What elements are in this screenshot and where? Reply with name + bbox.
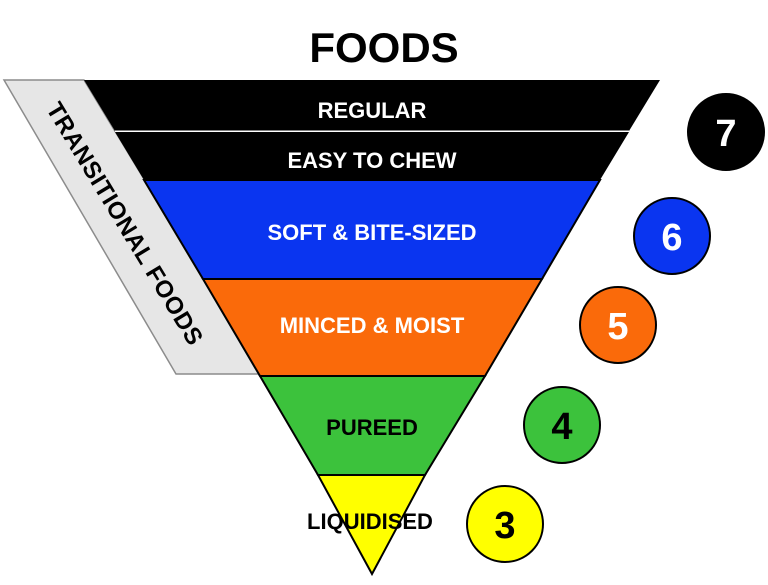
tier-easy-to-chew — [115, 132, 629, 180]
tier-liquidised — [316, 474, 427, 577]
tier-pureed-label: PUREED — [326, 415, 418, 440]
level-5-number: 5 — [607, 306, 628, 348]
level-7-circle — [687, 93, 765, 171]
level-3-number: 3 — [494, 505, 515, 547]
level-4-number: 4 — [551, 406, 572, 448]
level-3-circle — [466, 485, 544, 563]
tier-regular — [84, 80, 660, 131]
tier-soft-bite-sized-label: SOFT & BITE-SIZED — [268, 220, 477, 245]
diagram-title: FOODS — [309, 24, 458, 71]
tier-liquidised-label: LIQUIDISED — [307, 509, 433, 534]
level-5-circle — [579, 286, 657, 364]
level-6-number: 6 — [661, 217, 682, 259]
tier-easy-to-chew-label: EASY TO CHEW — [287, 148, 456, 173]
level-4-circle — [523, 386, 601, 464]
level-7-number: 7 — [715, 113, 736, 155]
level-6-circle — [633, 197, 711, 275]
tier-regular-label: REGULAR — [318, 98, 427, 123]
tier-minced-moist-label: MINCED & MOIST — [280, 313, 465, 338]
